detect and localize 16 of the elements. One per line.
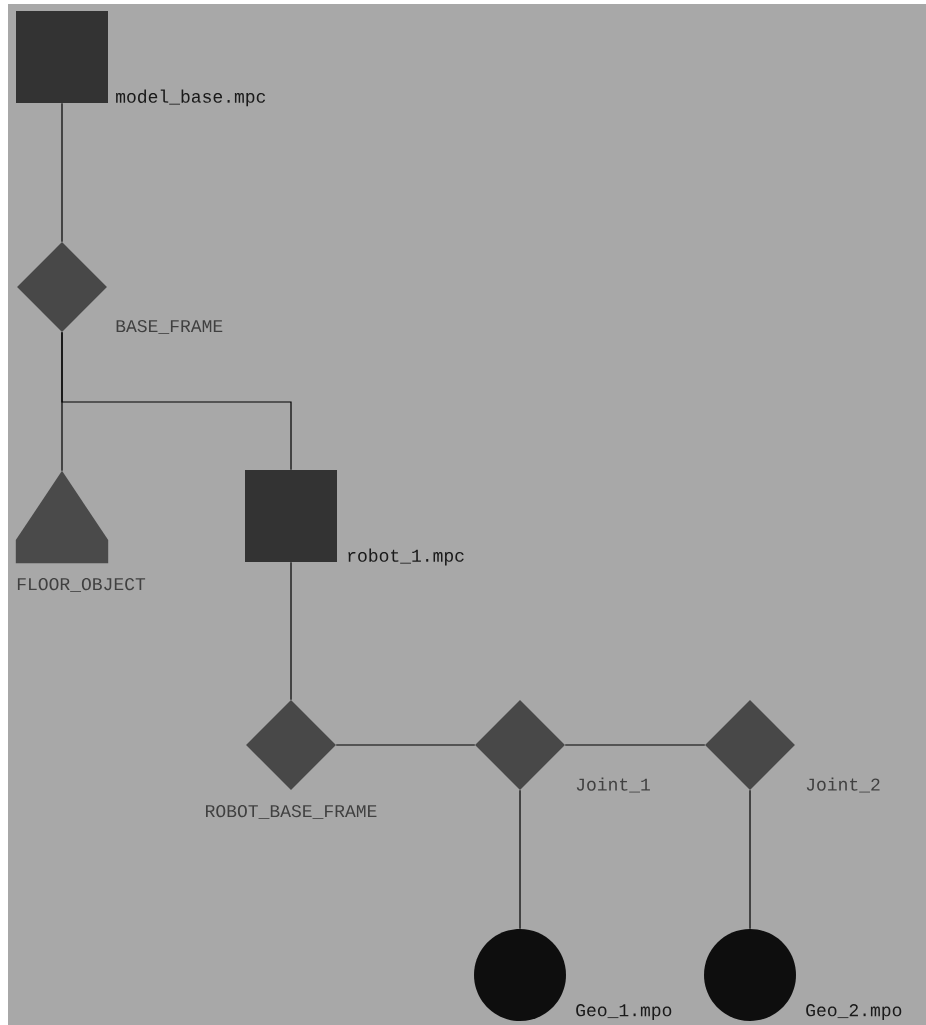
node-label: Geo_2.mpo [806,1004,902,1020]
connector-line [564,744,706,746]
connector-line [335,744,476,746]
node-label: Joint_1 [576,777,650,793]
node-label: Geo_1.mpo [576,1004,672,1020]
node-label: BASE_FRAME [116,320,223,334]
node-label: robot_1.mpc [348,548,464,566]
node-label: ROBOT_BASE_FRAME [206,805,377,819]
connector-line [519,789,521,930]
connector-line [749,789,751,930]
connector-line [61,331,292,471]
connector-line [61,102,63,243]
node-label: Joint_2 [806,777,880,793]
node-label: FLOOR_OBJECT [17,578,146,592]
connector-line [290,561,292,701]
node-label: model_base.mpc [116,89,266,107]
